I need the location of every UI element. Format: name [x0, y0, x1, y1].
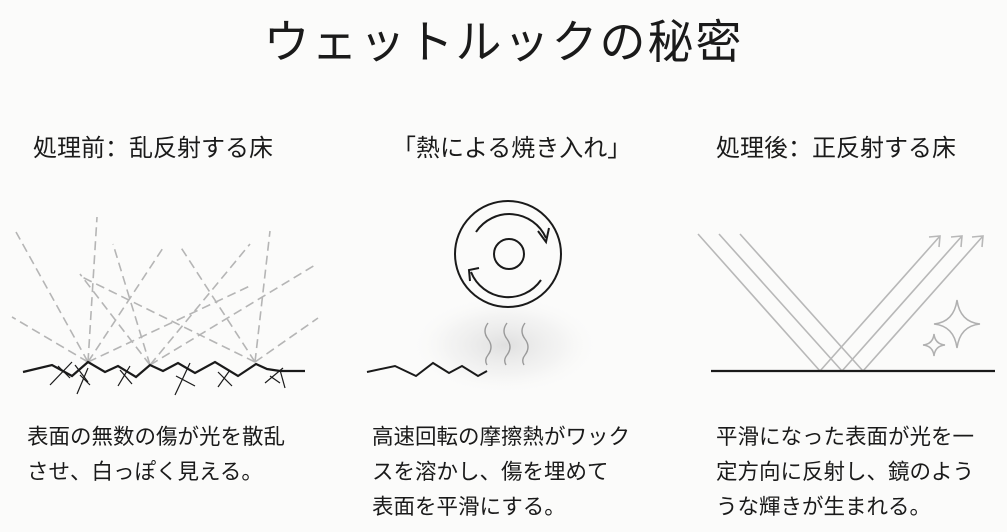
panel-heat-description: 高速回転の摩擦熱がワック スを溶かし、傷を埋めて 表面を平滑にする。 [372, 420, 672, 525]
heat-waves-icon [484, 322, 529, 366]
description-line: 定方向に反射し、鏡のよう [716, 460, 975, 485]
description-line: スを溶かし、傷を埋めて [372, 460, 609, 485]
panel-after-heading: 処理後：正反射する床 [716, 134, 956, 162]
floor-transition-icon [366, 361, 651, 378]
rotating-pad-icon [454, 200, 562, 308]
scattered-rays-icon [11, 216, 319, 366]
panel-heat-heading: 「熱による焼き入れ」 [392, 134, 632, 162]
description-line: させ、白っぽく見える。 [27, 460, 263, 485]
description-line: 表面を平滑にする。 [372, 495, 566, 520]
sparkle-icon [922, 299, 981, 357]
panel-before-description: 表面の無数の傷が光を散乱 させ、白っぽく見える。 [27, 420, 327, 490]
rough-floor-icon [22, 360, 305, 379]
reflected-rays-icon [819, 235, 984, 372]
description-line: 高速回転の摩擦熱がワック [372, 425, 631, 450]
page-title: ウェットルックの秘密 [263, 15, 744, 69]
panel-after-description: 平滑になった表面が光を一 定方向に反射し、鏡のよう うな輝きが生まれる。 [716, 420, 1007, 525]
floor-scratches-icon [49, 361, 286, 396]
description-line: 平滑になった表面が光を一 [716, 425, 975, 450]
incident-rays-icon [697, 233, 864, 372]
heat-glow [410, 295, 600, 395]
description-line: 表面の無数の傷が光を散乱 [27, 425, 286, 450]
description-line: うな輝きが生まれる。 [716, 495, 932, 520]
panel-before-heading: 処理前：乱反射する床 [33, 134, 273, 162]
